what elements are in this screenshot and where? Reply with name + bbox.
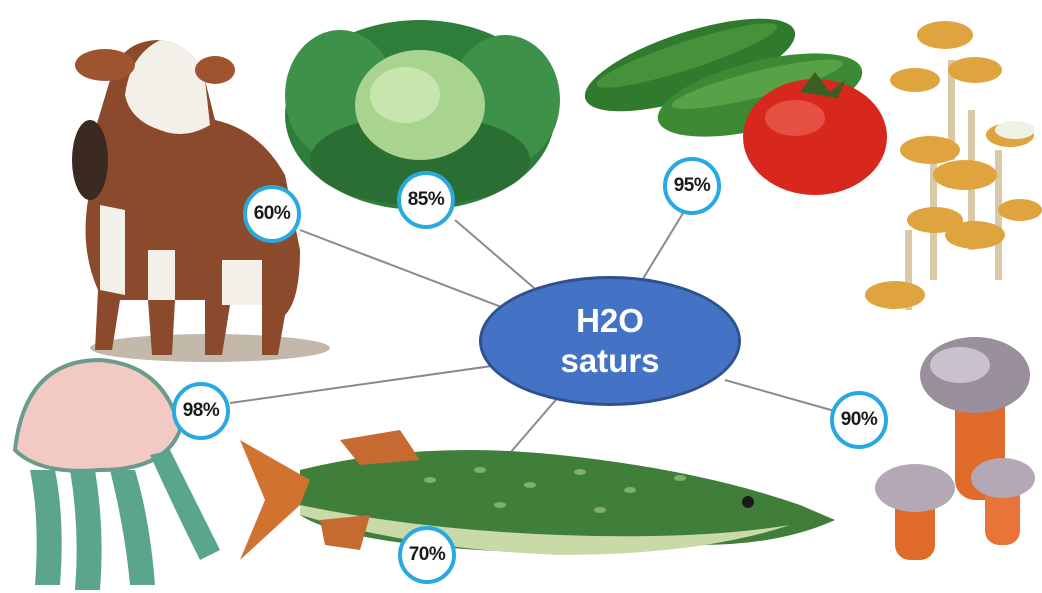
center-h2o-ellipse: H2O saturs xyxy=(479,276,741,406)
badge-cucumber-tomato: 95% xyxy=(663,157,721,215)
badge-mushrooms: 90% xyxy=(830,391,888,449)
badge-jellyfish: 98% xyxy=(172,382,230,440)
mushrooms-illustration xyxy=(865,21,1042,560)
badge-cow: 60% xyxy=(243,185,301,243)
center-label-line2: saturs xyxy=(560,341,659,381)
badge-cabbage: 85% xyxy=(397,171,455,229)
connector-jellyfish xyxy=(230,362,520,403)
cucumber-tomato-illustration xyxy=(575,0,887,195)
connector-cow xyxy=(300,230,530,318)
badge-pike-fish: 70% xyxy=(398,526,456,584)
center-label-line1: H2O xyxy=(576,301,644,341)
pike-fish-illustration xyxy=(240,430,835,560)
connector-mushrooms xyxy=(725,380,838,412)
